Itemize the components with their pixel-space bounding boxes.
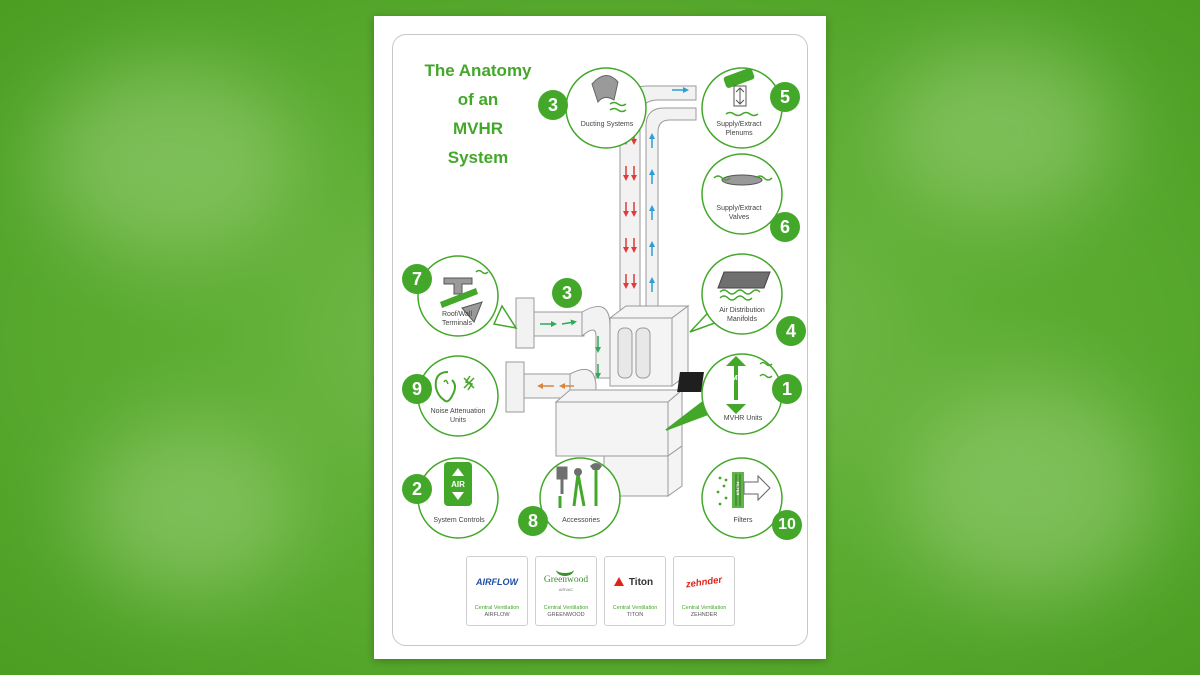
duct-icon	[591, 75, 627, 113]
manifolds-label-line-2: Manifolds	[727, 316, 757, 323]
plenums-label-line-2: Plenums	[725, 130, 753, 137]
plenum-icon	[723, 68, 759, 117]
valve-icon	[713, 174, 773, 186]
roof-wall-label: Roof/Wall Terminals	[422, 310, 492, 328]
zehnder-caption-line-1: Central Ventilation	[681, 605, 727, 611]
noise-label-line-1: Noise Attenuation	[430, 408, 486, 415]
terminal-icon	[440, 269, 489, 323]
zehnder-caption-line-2: ZEHNDER	[690, 612, 718, 618]
title-line-2: of an	[457, 90, 499, 109]
greenwood-caption-line-2: GREENWOOD	[547, 612, 585, 618]
manifolds-label-line-1: Air Distribution	[719, 307, 765, 314]
controller-icon	[444, 462, 472, 506]
zehnder-caption: Central Ventilation ZEHNDER	[674, 605, 734, 619]
controller-icon-text: AIR	[451, 480, 465, 489]
filter-icon	[716, 472, 771, 508]
airflow-caption-line-1: Central Ventilation	[474, 605, 520, 611]
greenwood-swoosh-icon	[556, 563, 574, 576]
greenwood-caption-line-1: Central Ventilation	[543, 605, 589, 611]
poster-title: The Anatomy of an MVHR System	[408, 56, 548, 172]
brand-card-titon[interactable]: Titon Central Ventilation TITON	[604, 556, 666, 626]
badge-controls: 2	[402, 474, 432, 504]
badge-ducting-mid: 3	[552, 278, 582, 308]
brand-card-zehnder[interactable]: zehnder Central Ventilation ZEHNDER	[673, 556, 735, 626]
tools-icon	[556, 463, 602, 508]
valves-label-line-2: Valves	[728, 214, 750, 221]
mvhr-unit-icon	[677, 356, 773, 414]
poster-frame	[392, 34, 808, 646]
title-line-4: System	[447, 148, 509, 167]
noise-label-line-2: Units	[450, 417, 466, 424]
ear-icon	[434, 371, 475, 403]
badge-noise: 9	[402, 374, 432, 404]
filters-label: Filters	[733, 517, 753, 524]
title-line-1: The Anatomy	[424, 61, 532, 80]
titon-caption: Central Ventilation TITON	[605, 605, 665, 619]
brand-card-greenwood[interactable]: Greenwood AIRVAC Central Ventilation GRE…	[535, 556, 597, 626]
titon-caption-line-2: TITON	[626, 612, 644, 618]
plenums-label: Supply/Extract Plenums	[704, 120, 774, 138]
brand-card-airflow[interactable]: AIRFLOW Central Ventilation AIRFLOW	[466, 556, 528, 626]
airflow-caption-line-2: AIRFLOW	[484, 612, 510, 618]
system-controls-label: System Controls	[433, 517, 485, 524]
badge-manifolds: 4	[776, 316, 806, 346]
mvhr-diagram	[417, 67, 783, 539]
roof-wall-label-line-1: Roof/Wall	[441, 311, 473, 318]
titon-caption-line-1: Central Ventilation	[612, 605, 658, 611]
badge-mvhr-units: 1	[772, 374, 802, 404]
accessories-label: Accessories	[562, 517, 600, 524]
greenwood-logo-sub: AIRVAC	[558, 587, 574, 592]
titon-mark-icon	[614, 577, 624, 586]
mvhr-unit-box	[608, 305, 690, 387]
poster: The Anatomy of an MVHR System	[374, 16, 826, 659]
airflow-caption: Central Ventilation AIRFLOW	[467, 605, 527, 619]
plenums-label-line-1: Supply/Extract	[716, 121, 762, 128]
badge-plenums: 5	[770, 82, 800, 112]
badge-accessories: 8	[518, 506, 548, 536]
zehnder-logo: zehnder	[685, 574, 723, 591]
valves-label: Supply/Extract Valves	[704, 204, 774, 222]
badge-roof-wall: 7	[402, 264, 432, 294]
badge-valves: 6	[770, 212, 800, 242]
fresh-air-arrows	[540, 319, 601, 379]
badge-ducting-top: 3	[538, 90, 568, 120]
greenwood-caption: Central Ventilation GREENWOOD	[536, 605, 596, 619]
noise-label: Noise Attenuation Units	[418, 407, 498, 425]
greenwood-logo: Greenwood	[543, 575, 589, 585]
badge-filters: 10	[772, 510, 802, 540]
filter-icon-text: FILTER	[735, 481, 741, 496]
manifolds-label: Air Distribution Manifolds	[704, 306, 780, 324]
mvhr-icon-text: MVHR	[731, 375, 753, 382]
manifold-icon	[717, 271, 771, 301]
title-line-3: MVHR	[452, 119, 504, 138]
titon-logo: Titon	[628, 577, 654, 588]
ducting-systems-label: Ducting Systems	[580, 121, 634, 128]
roof-wall-label-line-2: Terminals	[442, 320, 472, 327]
airflow-logo: AIRFLOW	[476, 577, 518, 587]
valves-label-line-1: Supply/Extract	[716, 205, 762, 212]
mvhr-units-label: MVHR Units	[723, 415, 763, 422]
